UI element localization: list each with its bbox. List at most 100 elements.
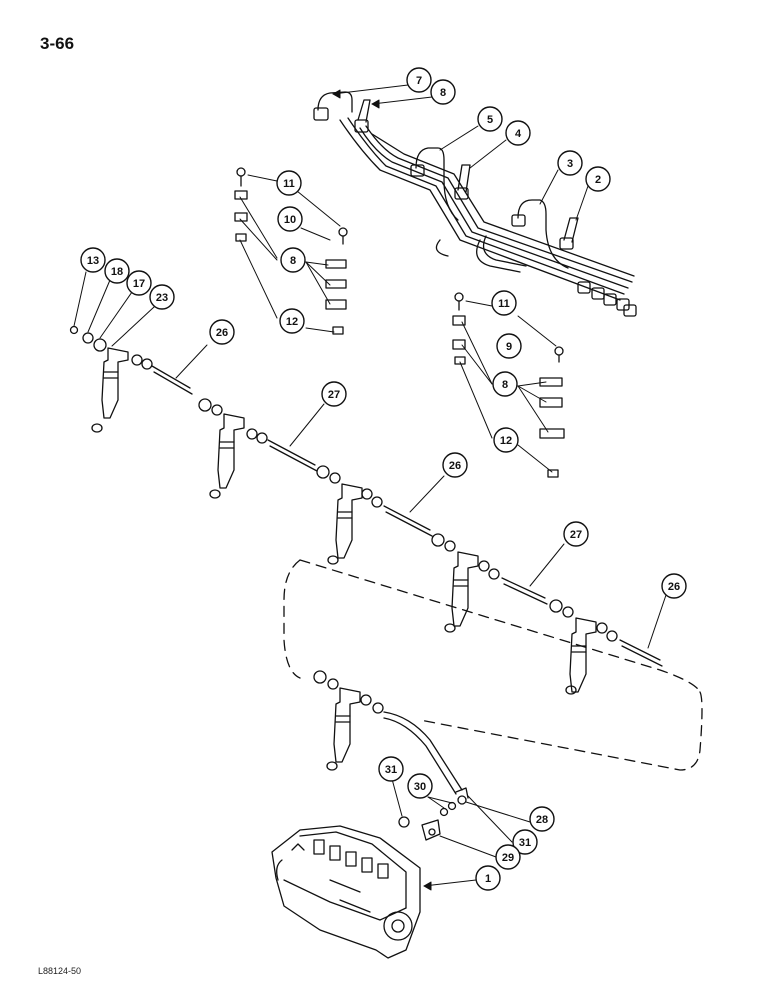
callout-circle xyxy=(492,371,518,397)
callout-labels: 7854321110812131817232611981227262726313… xyxy=(80,67,687,891)
clamp-half-8b xyxy=(234,212,248,222)
callout-number: 9 xyxy=(506,341,512,353)
callout-circle xyxy=(493,427,519,453)
injector-1 xyxy=(91,347,129,433)
washer-31-right xyxy=(457,795,467,805)
callout-number: 10 xyxy=(284,214,296,226)
callout-number: 2 xyxy=(595,174,601,186)
leakoff-pipe-27a xyxy=(267,439,318,472)
callout-number: 11 xyxy=(498,298,510,310)
callout-number: 7 xyxy=(416,75,422,87)
callout-number: 26 xyxy=(216,327,228,339)
callout-circle xyxy=(406,67,432,93)
injection-line-3 xyxy=(517,199,569,269)
spacer-12b xyxy=(332,326,344,335)
figure-reference-code: L88124-50 xyxy=(38,966,82,976)
leakoff-pipe-27b xyxy=(501,577,548,605)
washer-31-left xyxy=(398,816,410,828)
fitting-group xyxy=(398,787,469,841)
callout-number: 29 xyxy=(502,852,514,864)
page-number: 3-66 xyxy=(40,34,75,53)
clamp-group-right xyxy=(452,292,565,478)
callout-number: 4 xyxy=(515,128,522,140)
bolt-11 xyxy=(236,167,246,187)
callout-number: 28 xyxy=(536,814,548,826)
pipe-end-28 xyxy=(455,787,469,799)
callout-number: 12 xyxy=(286,316,298,328)
callout-circle xyxy=(442,452,468,478)
callout-number: 30 xyxy=(414,781,426,793)
line-nut-8 xyxy=(354,119,369,133)
callout-circle xyxy=(276,170,302,196)
injector-6 xyxy=(326,687,361,771)
callout-circle xyxy=(321,381,347,407)
clamp-8-top xyxy=(325,259,347,269)
line-nut-2 xyxy=(559,237,574,250)
leakoff-pipe-26c xyxy=(619,639,663,667)
leader-lines xyxy=(73,84,667,891)
callout-circle xyxy=(496,333,522,359)
callout-circle xyxy=(407,773,433,799)
injector-5 xyxy=(565,617,597,695)
cap-13 xyxy=(69,325,79,335)
callout-circle xyxy=(378,756,404,782)
line-nut-7 xyxy=(313,107,329,121)
callout-number: 27 xyxy=(328,389,340,401)
callout-circle xyxy=(279,308,305,334)
callout-circle xyxy=(104,258,130,284)
callout-circle xyxy=(149,284,175,310)
callout-number: 31 xyxy=(385,764,397,776)
callout-circle xyxy=(563,521,589,547)
bolt-10 xyxy=(338,227,348,245)
callout-number: 26 xyxy=(668,581,680,593)
callout-circle xyxy=(430,79,456,105)
callout-circle xyxy=(277,206,303,232)
callout-circle xyxy=(585,166,611,192)
injector-4 xyxy=(444,551,479,633)
bolt-11-right xyxy=(454,292,464,311)
callout-circle xyxy=(126,270,152,296)
clamp-8-bottom xyxy=(325,299,347,310)
dashed-continuation-line xyxy=(283,559,703,771)
injection-line-4-fitting xyxy=(457,164,471,193)
injection-pump xyxy=(271,825,421,959)
callout-number: 17 xyxy=(133,278,145,290)
callout-circle xyxy=(491,290,517,316)
injection-line-8-fitting xyxy=(357,99,371,123)
callout-circle xyxy=(495,844,521,870)
callout-number: 1 xyxy=(485,873,491,885)
line-nut-5 xyxy=(410,164,425,177)
nut-17 xyxy=(93,338,107,352)
injector-row xyxy=(69,325,663,795)
bolt-9 xyxy=(554,346,564,363)
callout-number: 13 xyxy=(87,255,99,267)
clamp-group-left xyxy=(234,167,348,335)
callout-number: 3 xyxy=(567,158,573,170)
injector-2 xyxy=(209,413,245,499)
washer-30 xyxy=(439,807,449,817)
callout-number: 11 xyxy=(283,178,295,190)
callout-circle xyxy=(80,247,106,273)
leakoff-pipe-26a xyxy=(151,365,193,395)
callout-number: 31 xyxy=(519,837,531,849)
line-nut-3 xyxy=(511,214,526,227)
line-nut-4 xyxy=(454,187,469,200)
callout-number: 8 xyxy=(440,87,446,99)
leakoff-pipe-26b xyxy=(383,505,433,537)
callout-circle xyxy=(505,120,531,146)
injection-line-5 xyxy=(415,147,459,221)
washer-18 xyxy=(82,332,94,344)
injection-line-2-fitting xyxy=(563,217,579,243)
callout-number: 18 xyxy=(111,266,123,278)
callout-circle xyxy=(280,247,306,273)
injector-3 xyxy=(327,483,363,565)
callout-number: 27 xyxy=(570,529,582,541)
callout-number: 12 xyxy=(500,435,512,447)
callout-circle xyxy=(557,150,583,176)
callout-circle xyxy=(529,806,555,832)
return-pipe xyxy=(383,711,463,795)
callout-circle xyxy=(475,865,501,891)
callout-circle xyxy=(209,319,235,345)
callout-circle xyxy=(661,573,687,599)
